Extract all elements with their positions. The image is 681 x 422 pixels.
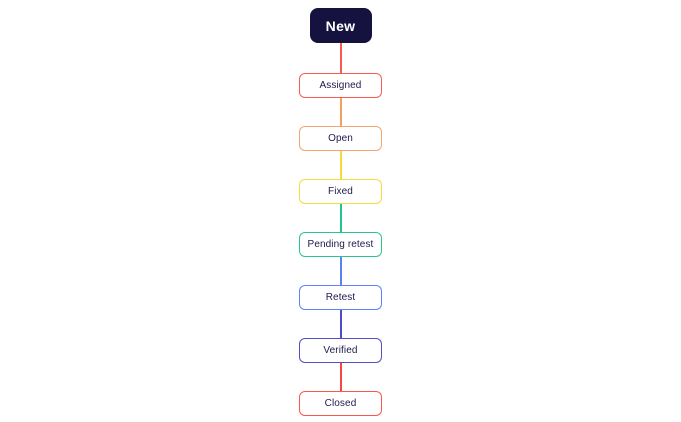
node-assigned-label: Assigned [319, 79, 362, 91]
connector-open-fixed [339, 151, 342, 179]
node-fixed-label: Fixed [328, 185, 353, 197]
node-open-label: Open [328, 132, 353, 144]
node-open: Open [299, 126, 382, 151]
bug-lifecycle-flow: New Assigned Open Fixed Pending retest R… [0, 8, 681, 416]
node-verified-label: Verified [323, 344, 358, 356]
node-pending-retest: Pending retest [299, 232, 382, 257]
node-retest-label: Retest [325, 291, 356, 303]
node-closed-label: Closed [324, 397, 357, 409]
connector-pending-retest-retest [339, 257, 342, 285]
node-retest: Retest [299, 285, 382, 310]
node-pending-retest-label: Pending retest [307, 238, 374, 250]
connector-new-assigned [339, 43, 342, 73]
connector-assigned-open [339, 98, 342, 126]
connector-fixed-pending-retest [339, 204, 342, 232]
node-closed: Closed [299, 391, 382, 416]
connector-verified-closed [339, 363, 342, 391]
node-new-label: New [325, 17, 356, 34]
node-new: New [309, 8, 372, 43]
node-fixed: Fixed [299, 179, 382, 204]
node-verified: Verified [299, 338, 382, 363]
connector-retest-verified [339, 310, 342, 338]
node-assigned: Assigned [299, 73, 382, 98]
